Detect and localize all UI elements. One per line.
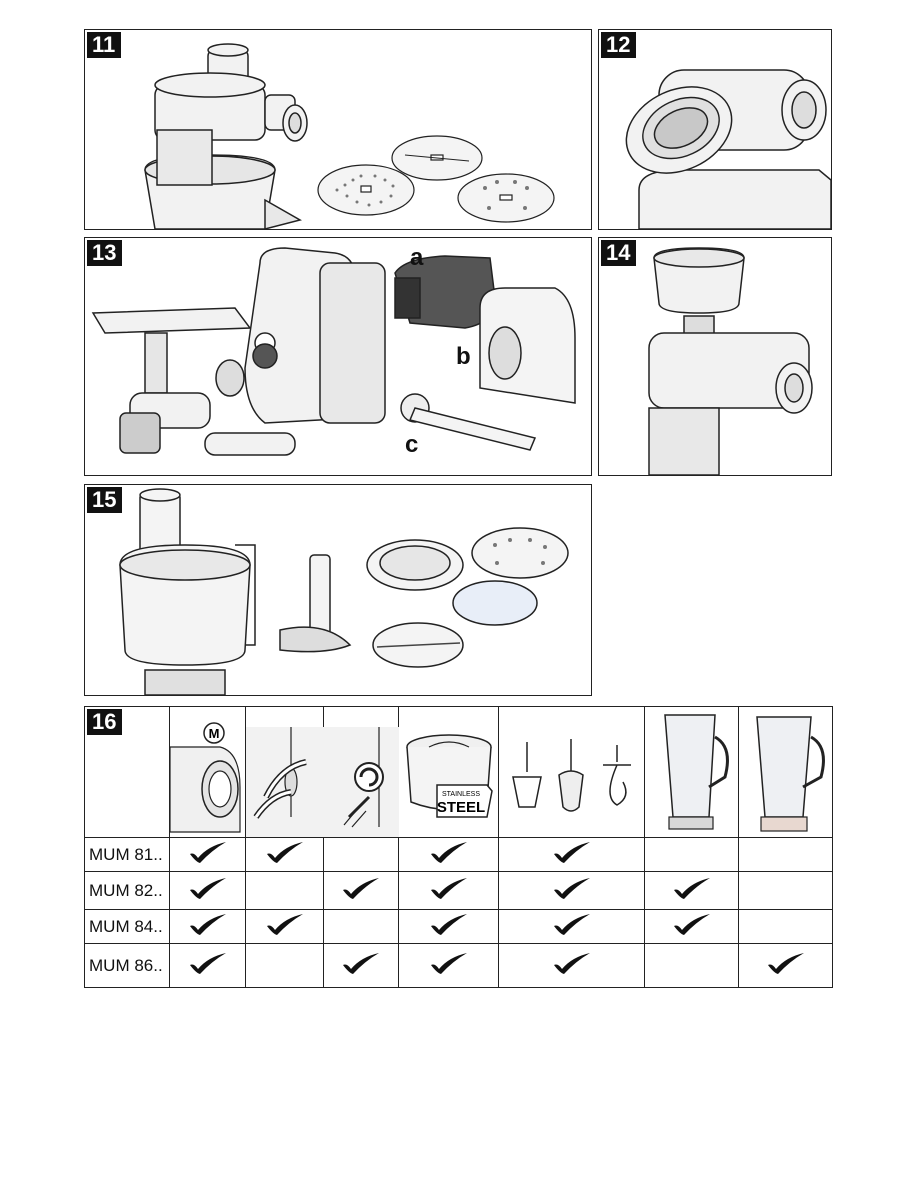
table-corner: 16 bbox=[84, 706, 170, 838]
cell-1-1 bbox=[245, 871, 324, 910]
cell-1-6 bbox=[738, 871, 833, 910]
checkmark-icon bbox=[553, 878, 590, 899]
cell-1-4 bbox=[498, 871, 645, 910]
panel-12: 12 bbox=[598, 29, 832, 230]
cell-3-0 bbox=[169, 943, 246, 988]
header-swivel-arm bbox=[323, 706, 399, 838]
illustration-grain-mill bbox=[648, 247, 813, 475]
cell-1-5 bbox=[644, 871, 739, 910]
panel-13: 13 a b c bbox=[84, 237, 592, 476]
cell-3-1 bbox=[245, 943, 324, 988]
header-blender-plastic bbox=[644, 706, 739, 838]
cell-0-2 bbox=[323, 837, 399, 872]
figure-number: 13 bbox=[87, 240, 123, 266]
checkmark-icon bbox=[430, 878, 467, 899]
panel-15: 15 bbox=[84, 484, 592, 696]
cell-2-3 bbox=[398, 909, 499, 944]
figure-number: 11 bbox=[87, 32, 122, 58]
checkmark-icon bbox=[553, 842, 590, 863]
checkmark-icon bbox=[266, 914, 303, 935]
checkmark-icon bbox=[553, 914, 590, 935]
cell-2-5 bbox=[644, 909, 739, 944]
cell-0-3 bbox=[398, 837, 499, 872]
checkmark-icon bbox=[343, 953, 379, 974]
label-a: a bbox=[410, 244, 424, 271]
cell-1-3 bbox=[398, 871, 499, 910]
steel-label: STEEL bbox=[437, 799, 485, 816]
illustration-food-processor-discs bbox=[144, 43, 555, 229]
cell-0-0 bbox=[169, 837, 246, 872]
checkmark-icon bbox=[343, 878, 379, 899]
label-b: b bbox=[456, 343, 471, 370]
cell-2-1 bbox=[245, 909, 324, 944]
checkmark-icon bbox=[430, 842, 467, 863]
cell-0-5 bbox=[644, 837, 739, 872]
model-name: MUM 81.. bbox=[84, 837, 170, 872]
checkmark-icon bbox=[673, 914, 710, 935]
checkmark-icon bbox=[189, 914, 226, 935]
table-row: MUM 86.. bbox=[84, 943, 833, 988]
cell-2-2 bbox=[323, 909, 399, 944]
illustration-food-processor-bowl-and-discs bbox=[119, 488, 569, 695]
panel-11: 11 bbox=[84, 29, 592, 230]
cell-2-0 bbox=[169, 909, 246, 944]
accessory-compatibility-table: 16 M bbox=[84, 706, 833, 988]
header-blender-glass bbox=[738, 706, 833, 838]
cell-0-4 bbox=[498, 837, 645, 872]
panel-14: 14 bbox=[598, 237, 832, 476]
model-name: MUM 86.. bbox=[84, 943, 170, 988]
cell-2-4 bbox=[498, 909, 645, 944]
checkmark-icon bbox=[430, 953, 467, 974]
stainless-label: STAINLESS bbox=[442, 791, 480, 798]
cell-1-2 bbox=[323, 871, 399, 910]
table-row: MUM 84.. bbox=[84, 909, 833, 944]
header-mixing-tools bbox=[498, 706, 645, 838]
motor-marker: M bbox=[209, 726, 220, 741]
cell-0-6 bbox=[738, 837, 833, 872]
table-row: MUM 81.. bbox=[84, 837, 833, 872]
checkmark-icon bbox=[553, 953, 590, 974]
model-name: MUM 82.. bbox=[84, 871, 170, 910]
figure-number: 14 bbox=[601, 240, 637, 266]
illustration-citrus-press bbox=[625, 69, 831, 229]
cell-3-2 bbox=[323, 943, 399, 988]
cell-0-1 bbox=[245, 837, 324, 872]
cell-3-6 bbox=[738, 943, 833, 988]
header-motor-drive: M bbox=[169, 706, 246, 838]
model-name: MUM 84.. bbox=[84, 909, 170, 944]
header-rotate-lock bbox=[245, 706, 324, 838]
checkmark-icon bbox=[266, 842, 303, 863]
figure-number: 15 bbox=[87, 487, 123, 513]
checkmark-icon bbox=[673, 878, 710, 899]
cell-1-0 bbox=[169, 871, 246, 910]
label-c: c bbox=[405, 431, 419, 458]
checkmark-icon bbox=[430, 914, 467, 935]
cell-2-6 bbox=[738, 909, 833, 944]
illustration-meat-mincer-and-attachments bbox=[91, 247, 576, 456]
cell-3-5 bbox=[644, 943, 739, 988]
checkmark-icon bbox=[767, 953, 804, 974]
figure-number: 16 bbox=[87, 709, 123, 735]
cell-3-4 bbox=[498, 943, 645, 988]
checkmark-icon bbox=[189, 842, 226, 863]
table-row: MUM 82.. bbox=[84, 871, 833, 910]
checkmark-icon bbox=[189, 953, 226, 974]
header-stainless-bowl: STAINLESS STEEL bbox=[398, 706, 499, 838]
figure-number: 12 bbox=[601, 32, 637, 58]
checkmark-icon bbox=[189, 878, 226, 899]
cell-3-3 bbox=[398, 943, 499, 988]
